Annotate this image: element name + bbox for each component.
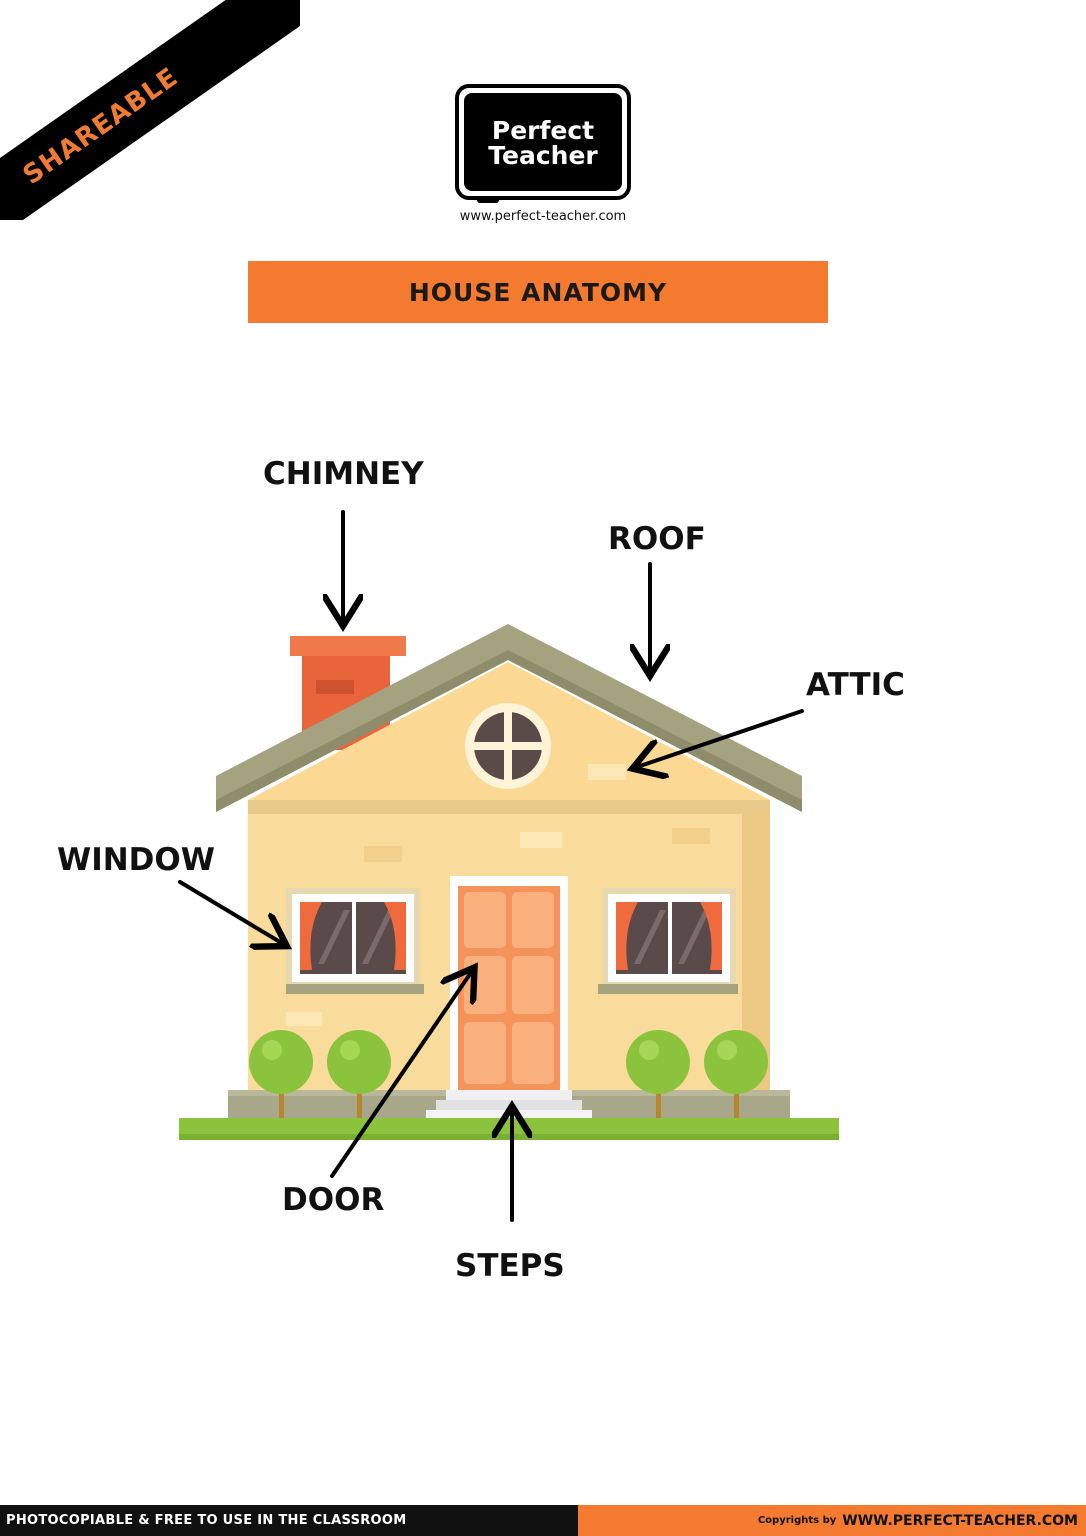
perfect-teacher-logo: Perfect Teacher bbox=[455, 84, 631, 203]
logo-line1: Perfect bbox=[492, 116, 594, 145]
steps-label: STEPS bbox=[455, 1248, 565, 1284]
bushes bbox=[249, 1030, 768, 1118]
door-label: DOOR bbox=[282, 1182, 385, 1218]
right-window-illustration bbox=[598, 888, 738, 994]
copyright-prefix: Copyrights by bbox=[757, 1515, 837, 1526]
steps-illustration bbox=[426, 1090, 592, 1120]
window-label: WINDOW bbox=[57, 842, 215, 878]
door-illustration bbox=[450, 876, 568, 1096]
footer-right: Copyrights by WWW.PERFECT-TEACHER.COM bbox=[578, 1505, 1086, 1536]
footer-left: PHOTOCOPIABLE & FREE TO USE IN THE CLASS… bbox=[0, 1505, 578, 1536]
title-banner: HOUSE ANATOMY bbox=[248, 261, 828, 323]
roof-label: ROOF bbox=[608, 521, 706, 557]
logo-line2: Teacher bbox=[488, 141, 598, 170]
chimney-label: CHIMNEY bbox=[263, 456, 424, 492]
logo-url: www.perfect-teacher.com bbox=[459, 209, 627, 224]
door-arrow bbox=[330, 974, 470, 1178]
window-arrow bbox=[178, 880, 280, 942]
attic-label: ATTIC bbox=[806, 667, 905, 703]
page-title: HOUSE ANATOMY bbox=[408, 277, 668, 307]
left-window-illustration bbox=[286, 888, 424, 994]
copyright-site: WWW.PERFECT-TEACHER.COM bbox=[842, 1512, 1078, 1529]
roof-illustration bbox=[216, 624, 802, 812]
attic-arrow bbox=[640, 709, 804, 766]
footer-usage-text: PHOTOCOPIABLE & FREE TO USE IN THE CLASS… bbox=[6, 1513, 407, 1528]
